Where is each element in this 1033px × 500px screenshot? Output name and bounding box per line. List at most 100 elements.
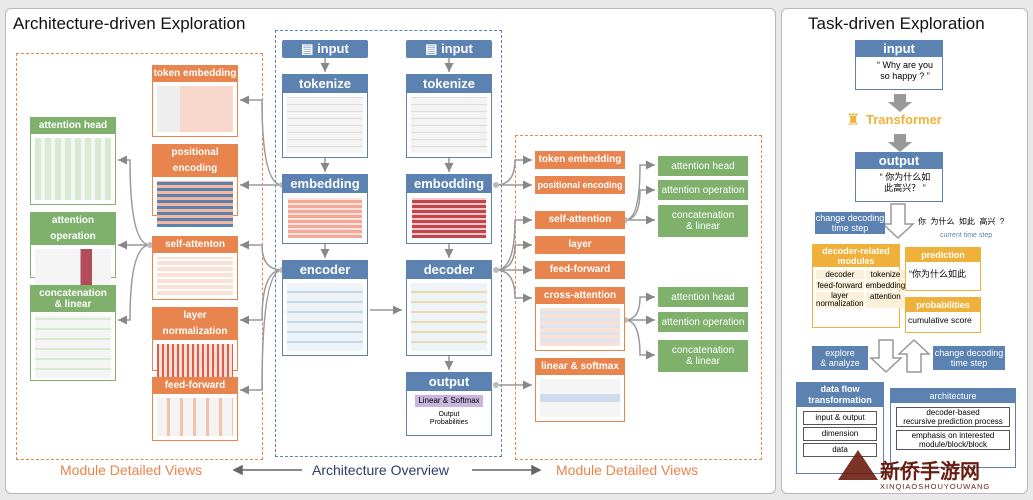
- task-input-box[interactable]: input “ Why are you so happy ? ”: [855, 40, 943, 90]
- robot-icon: ♜: [846, 112, 861, 129]
- output-probabilities-label: Output Probabilities: [429, 411, 469, 426]
- task-panel-title: Task-driven Exploration: [808, 14, 985, 33]
- architecture-item: decoder-based recursive prediction proce…: [896, 407, 1010, 427]
- watermark-subtext: XINQIAOSHOUYOUWANG: [880, 482, 991, 491]
- tokenize-thumbnail: [411, 97, 487, 153]
- module-attention-head-left[interactable]: attention head: [30, 117, 116, 205]
- module-token-embedding[interactable]: token embedding: [152, 65, 238, 137]
- task-arrows: [869, 94, 931, 374]
- change-decoding-step-button-1[interactable]: change decoding time step: [815, 212, 885, 234]
- legend-architecture-overview: Architecture Overview: [312, 462, 449, 478]
- module-concat-linear-right-1[interactable]: concatenation & linear: [658, 205, 748, 237]
- token-embedding-header: token embedding: [153, 66, 237, 82]
- attention-operation-header: attention operation: [31, 213, 115, 245]
- output-block[interactable]: output Linear & Softmax Output Probabili…: [406, 372, 492, 436]
- tokenize-block-right[interactable]: tokenize: [406, 74, 492, 158]
- left-module-area: [16, 53, 263, 460]
- encoder-header: encoder: [283, 261, 367, 279]
- encoder-block[interactable]: encoder: [282, 260, 368, 356]
- embedding-header: embodding: [407, 175, 491, 193]
- self-attention-thumbnail: [157, 257, 233, 295]
- module-attention-head-right-2[interactable]: attention head: [658, 287, 748, 307]
- module-feed-forward-right[interactable]: feed-forward: [535, 261, 625, 279]
- current-time-step-label: current time step: [940, 232, 993, 239]
- decoder-modules-box[interactable]: decoder-related modules decoder tokenize…: [812, 244, 906, 328]
- architecture-panel: [5, 8, 776, 494]
- legend-module-views-right: Module Detailed Views: [556, 462, 699, 478]
- architecture-item: emphasis on interested module/block/bloc…: [896, 430, 1010, 450]
- module-token-embedding-right[interactable]: token embedding: [535, 151, 625, 169]
- module-concat-linear-right-2[interactable]: concatenation & linear: [658, 340, 748, 372]
- probabilities-box[interactable]: probabilities cumulative score: [905, 297, 981, 333]
- module-positional-encoding-right[interactable]: positional encoding: [535, 176, 625, 194]
- decoder-modules-grid: decoder tokenize feed-forward embedding …: [813, 267, 906, 311]
- module-linear-softmax[interactable]: linear & softmax: [535, 358, 625, 422]
- input-block-right[interactable]: ▤ input: [406, 40, 492, 58]
- explore-analyze-button[interactable]: explore & analyze: [812, 346, 868, 370]
- decoder-module-chip: feed-forward: [816, 281, 864, 290]
- concat-linear-header: concatenation & linear: [31, 286, 115, 312]
- attention-head-thumbnail: [35, 138, 111, 200]
- linear-softmax-thumbnail: [540, 379, 620, 417]
- decoder-module-chip: tokenize: [865, 270, 906, 279]
- attention-operation-thumbnail: [35, 249, 111, 289]
- decoder-module-chip: embedding: [865, 281, 906, 290]
- embedding-thumbnail: [288, 198, 362, 238]
- module-attention-operation-right-2[interactable]: attention operation: [658, 312, 748, 332]
- decoder-module-chip: attention: [865, 292, 906, 308]
- output-header: output: [407, 373, 491, 391]
- cross-attention-header: cross-attention: [536, 288, 624, 304]
- input-block-left[interactable]: ▤ input: [282, 40, 368, 58]
- decoder-header: decoder: [407, 261, 491, 279]
- decoder-module-chip: layer normalization: [816, 291, 864, 308]
- dataflow-item: data: [803, 443, 877, 457]
- task-output-text: “ 你为什么如 此高兴？ ”: [879, 172, 931, 193]
- task-input-header: input: [856, 41, 942, 57]
- tokenize-header: tokenize: [283, 75, 367, 93]
- task-output-box[interactable]: output “ 你为什么如 此高兴？ ”: [855, 152, 943, 202]
- dataflow-box[interactable]: data flow transformation input & output …: [796, 382, 884, 474]
- cumulative-score-text: cumulative score: [908, 315, 972, 325]
- architecture-overview-area: [275, 30, 502, 457]
- layer-normalization-header: layer normalization: [153, 308, 237, 340]
- cross-attention-thumbnail: [540, 308, 620, 346]
- architecture-panel-title: Architecture-driven Exploration: [13, 14, 246, 33]
- transformer-label: Transformer: [866, 112, 942, 127]
- module-cross-attention[interactable]: cross-attention: [535, 287, 625, 351]
- task-output-header: output: [856, 153, 942, 169]
- linear-softmax-header: linear & softmax: [536, 359, 624, 375]
- decoder-modules-header: decoder-related modules: [813, 245, 899, 267]
- decoder-module-chip: decoder: [816, 270, 864, 279]
- architecture-box[interactable]: architecture decoder-based recursive pre…: [890, 388, 1016, 468]
- change-decoding-step-button-2[interactable]: change decoding time step: [933, 346, 1005, 370]
- module-attention-head-right-1[interactable]: attention head: [658, 156, 748, 176]
- embedding-block-right[interactable]: embodding: [406, 174, 492, 244]
- module-self-attention-right[interactable]: self-attention: [535, 211, 625, 229]
- self-attention-header: self-attenton: [153, 237, 237, 253]
- task-input-text: “ Why are you so happy ? ”: [876, 60, 934, 81]
- module-concat-linear-left[interactable]: concatenation & linear: [30, 285, 116, 381]
- encoder-thumbnail: [287, 283, 363, 351]
- dataflow-header: data flow transformation: [797, 383, 883, 407]
- module-attention-operation-right-1[interactable]: attention operation: [658, 180, 748, 200]
- tokenize-block-left[interactable]: tokenize: [282, 74, 368, 158]
- embedding-block-left[interactable]: embedding: [282, 174, 368, 244]
- module-feed-forward-left[interactable]: feed-forward: [152, 377, 238, 441]
- token-embedding-thumbnail: [157, 86, 233, 132]
- decoder-thumbnail: [411, 283, 487, 351]
- decoder-block[interactable]: decoder: [406, 260, 492, 356]
- feed-forward-thumbnail: [157, 398, 233, 436]
- positional-encoding-thumbnail: [157, 181, 233, 227]
- module-layer-normalization-right[interactable]: layer normalization: [535, 236, 625, 268]
- module-positional-encoding[interactable]: positional encoding: [152, 144, 238, 227]
- positional-encoding-header: positional encoding: [153, 145, 237, 177]
- legend-module-views-left: Module Detailed Views: [60, 462, 203, 478]
- module-layer-normalization-left[interactable]: layer normalization: [152, 307, 238, 382]
- prediction-header: prediction: [906, 248, 980, 262]
- embedding-thumbnail: [412, 198, 486, 238]
- prediction-box[interactable]: prediction “你为什么如此: [905, 247, 981, 291]
- dataflow-item: dimension: [803, 427, 877, 441]
- module-self-attention-left[interactable]: self-attenton: [152, 236, 238, 300]
- module-attention-operation-left[interactable]: attention operation: [30, 212, 116, 289]
